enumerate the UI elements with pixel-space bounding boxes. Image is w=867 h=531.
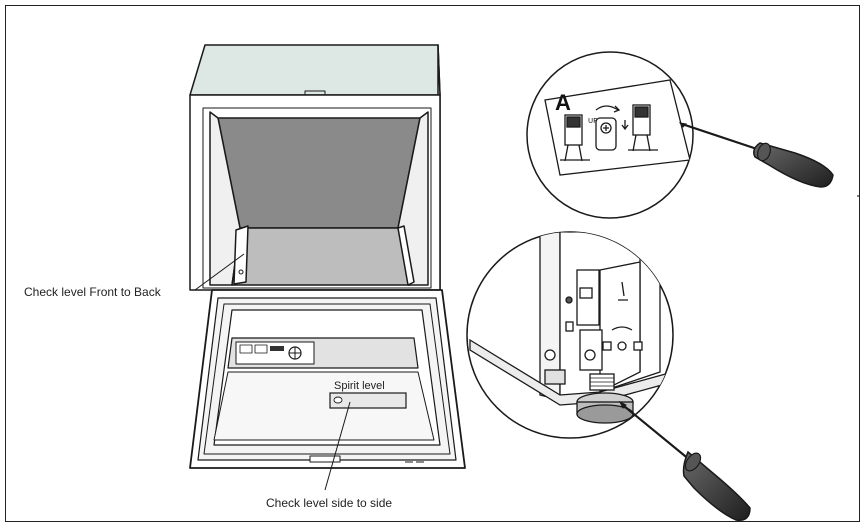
svg-text:UP: UP [588, 117, 597, 125]
label-spirit-level: Spirit level [334, 380, 385, 392]
callout-a-label: A [555, 90, 571, 115]
leader-lines [194, 253, 351, 491]
screwdriver-icon [618, 400, 751, 521]
label-check-level-front-to-back: Check level Front to Back [24, 285, 161, 299]
adjustment-arrow-icon [595, 105, 619, 111]
label-check-level-side-to-side: Check level side to side [266, 496, 393, 510]
dishwasher-cabinet [189, 44, 441, 291]
open-door [189, 289, 466, 469]
screwdriver-icon [678, 122, 834, 188]
diagram-frame [5, 5, 860, 522]
cavity-floor [231, 227, 411, 286]
spirit-level-icon [329, 392, 407, 409]
spirit-level-front-back [233, 225, 249, 285]
cavity-back-wall [217, 117, 421, 229]
leveling-foot-detail [466, 231, 674, 439]
callout-a-detail: UP A [526, 51, 694, 219]
